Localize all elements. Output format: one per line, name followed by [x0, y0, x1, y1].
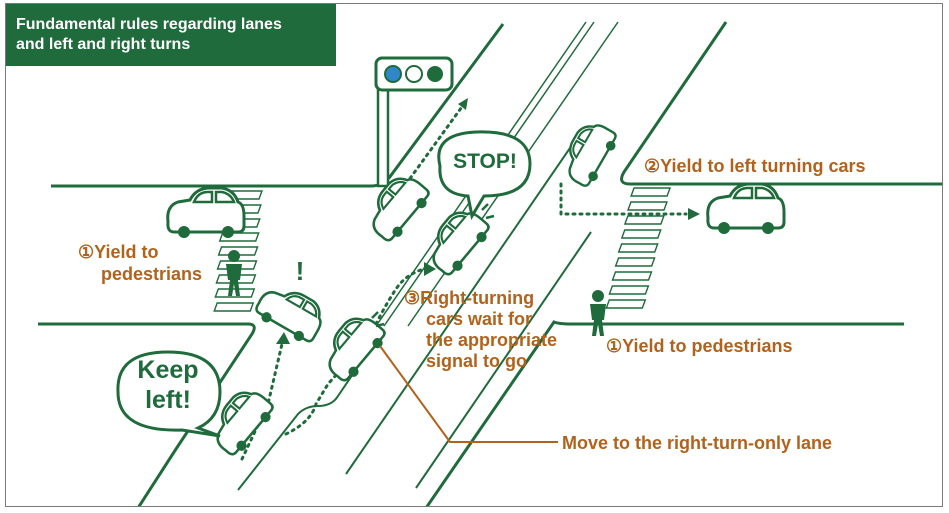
- signal-red-lamp: [427, 66, 443, 82]
- car-right-lane: [314, 307, 392, 387]
- car-left-parked: [166, 186, 246, 240]
- label-right-turning-3: the appropriate: [426, 330, 558, 350]
- arrowhead-right-turn-queue: [424, 262, 436, 276]
- car-straight: [358, 167, 436, 247]
- arrowhead-left-turn: [276, 332, 290, 344]
- path-straight: [404, 102, 466, 186]
- keep-left-bubble-line-1: Keep: [137, 356, 199, 384]
- keep-left-bubble-line-2: left!: [145, 386, 191, 414]
- title-line-2: and left and right turns: [16, 36, 191, 53]
- keep-left-bubble: [116, 350, 222, 438]
- label-yield-pedestrians-left-2: pedestrians: [101, 264, 203, 284]
- leader-line: [379, 345, 558, 443]
- road-edge-bottom-right: [425, 320, 904, 506]
- pedestrian-left-icon: [226, 250, 242, 296]
- road-edge-top-right: [620, 21, 942, 186]
- path-right-turn-queue: [374, 267, 426, 326]
- path-left-turning-car: [559, 182, 688, 216]
- exclamation-mark: !: [295, 256, 305, 286]
- alert-lines: [371, 203, 495, 328]
- label-yield-pedestrians-left-1: ①Yield to: [78, 242, 159, 262]
- intersection-illustration: [38, 21, 942, 506]
- dotted-paths: [240, 98, 688, 461]
- road-edge-bottom-left: [38, 322, 256, 506]
- label-right-turn-lane: Move to the right-turn-only lane: [562, 433, 832, 453]
- label-right-turning-4: signal to go: [426, 351, 527, 371]
- label-right-turning-1: ③Right-turning: [404, 288, 535, 308]
- car-turning-left: [250, 276, 331, 349]
- crosswalk-right: [605, 187, 672, 309]
- pedestrian-right-icon: [590, 290, 606, 336]
- path-left-turn: [240, 342, 284, 461]
- arrowhead-left-turning: [688, 208, 700, 220]
- car-right-side: [706, 182, 786, 236]
- path-right-turn-lane: [284, 362, 348, 436]
- signal-yellow-lamp: [405, 65, 423, 83]
- illustration-frame: Fundamental rules regarding lanes and le…: [5, 3, 943, 507]
- title-banner: Fundamental rules regarding lanes and le…: [6, 4, 336, 66]
- title-line-1: Fundamental rules regarding lanes: [16, 16, 282, 33]
- label-yield-pedestrians-right: ①Yield to pedestrians: [606, 336, 793, 356]
- stop-bubble-text: STOP!: [453, 150, 517, 173]
- label-right-turning-2: cars wait for: [426, 309, 533, 329]
- traffic-light: [374, 56, 454, 188]
- label-yield-left-turning: ②Yield to left turning cars: [644, 156, 866, 176]
- signal-blue-lamp: [384, 65, 402, 83]
- stop-bubble: [437, 130, 532, 221]
